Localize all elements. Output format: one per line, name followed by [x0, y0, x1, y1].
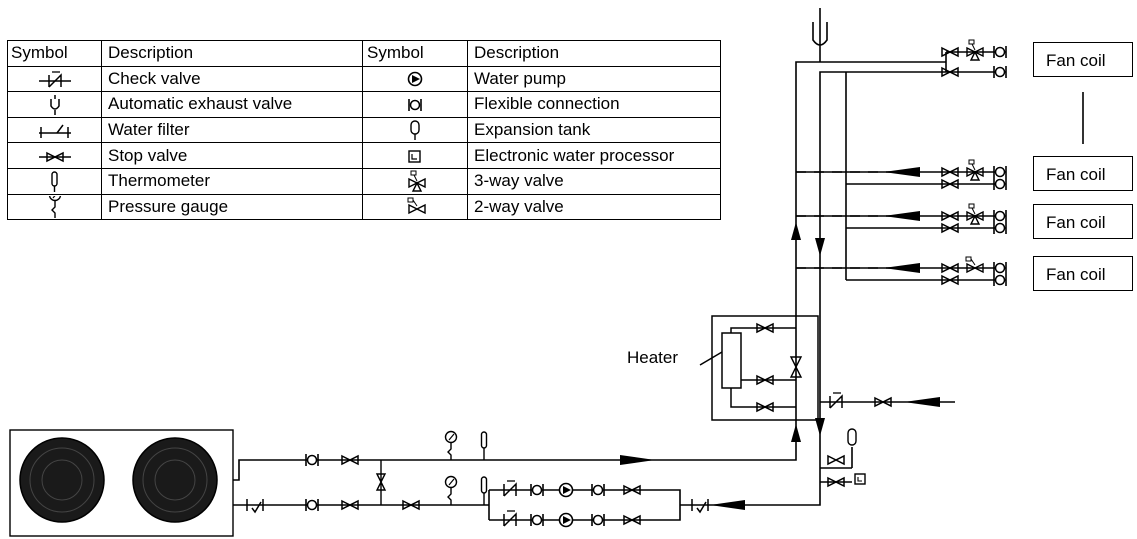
water-pump-icon — [407, 71, 423, 87]
legend-description: Thermometer — [101, 167, 363, 195]
heater-label: Heater — [627, 348, 679, 367]
fan-coil-box-4: Fan coil — [1033, 256, 1133, 291]
pressure-gauge-icon — [48, 195, 61, 218]
expansion-tank-icon — [410, 120, 420, 141]
outdoor-unit — [9, 429, 234, 537]
return-side-equipment — [827, 392, 892, 487]
fan-coil-box-2: Fan coil — [1033, 156, 1133, 191]
three-way-valve-icon — [408, 170, 426, 192]
legend-description: Flexible connection — [467, 91, 721, 118]
legend-description: Pressure gauge — [101, 193, 363, 221]
symbol-header-right: Symbol — [362, 40, 468, 67]
legend-description: Stop valve — [101, 142, 363, 169]
legend-header-row: Symbol Description Symbol Description — [7, 40, 721, 67]
legend-row: Pressure gauge 2-way valve — [7, 193, 721, 221]
return-pipe — [233, 71, 1006, 521]
water-filter-icon — [38, 124, 71, 139]
electronic-water-processor-icon — [408, 149, 421, 163]
symbol-legend-table: Symbol Description Symbol Description Ch… — [7, 40, 721, 221]
legend-row: Stop valve Electronic water processor — [7, 142, 721, 169]
pump-branch-lower — [503, 510, 641, 528]
fan-coil-supply-valves — [941, 39, 1007, 287]
legend-row: Water filter Expansion tank — [7, 116, 721, 144]
legend-description: Water pump — [467, 65, 721, 93]
fan-coil-box-1: Fan coil — [1033, 42, 1133, 77]
outdoor-supply-fittings — [305, 430, 488, 505]
flow-arrows — [620, 167, 940, 510]
legend-description: Water filter — [101, 116, 363, 144]
legend-row: Thermometer 3-way valve — [7, 167, 721, 195]
check-valve-icon — [38, 71, 71, 88]
legend-description: Check valve — [101, 65, 363, 93]
fan-coil-box-3: Fan coil — [1033, 204, 1133, 239]
legend-description: Electronic water processor — [467, 142, 721, 169]
legend-row: Check valve Water pump — [7, 65, 721, 93]
flexible-connection-icon — [408, 98, 422, 113]
symbol-header-left: Symbol — [7, 40, 102, 67]
heater-unit — [699, 315, 819, 421]
stop-valve-icon — [38, 151, 71, 162]
description-header-right: Description — [467, 40, 721, 67]
supply-branch-dashes — [796, 171, 900, 269]
legend-description: 3-way valve — [467, 167, 721, 195]
legend-row: Automatic exhaust valve Flexible connect… — [7, 91, 721, 118]
two-way-valve-icon — [407, 197, 426, 214]
air-vent — [812, 8, 828, 62]
pump-branch-upper — [503, 480, 641, 498]
legend-description: Automatic exhaust valve — [101, 91, 363, 118]
legend-description: 2-way valve — [467, 193, 721, 221]
heater-valves — [756, 323, 803, 412]
description-header-left: Description — [101, 40, 363, 67]
legend-description: Expansion tank — [467, 116, 721, 144]
thermometer-icon — [50, 171, 58, 193]
automatic-exhaust-valve-icon — [49, 95, 60, 116]
